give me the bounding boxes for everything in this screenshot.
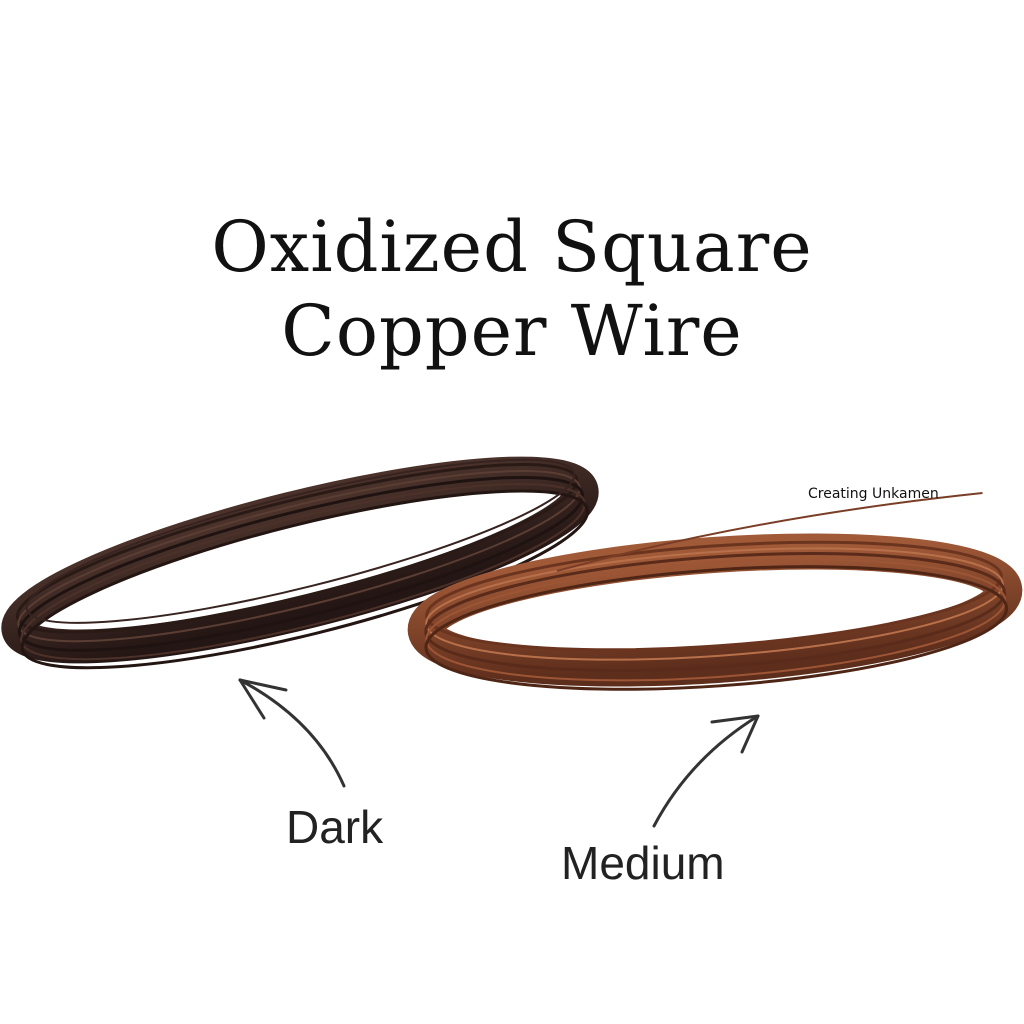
label-dark: Dark xyxy=(286,801,384,853)
medium-wire-coil xyxy=(407,492,1023,691)
title-line-1: Oxidized Square xyxy=(211,206,813,288)
dark-wire-coil xyxy=(1,456,599,670)
arrow-to-medium-icon xyxy=(652,714,760,828)
watermark-text: Creating Unkamen xyxy=(808,486,939,502)
label-medium: Medium xyxy=(561,837,725,889)
product-title: Oxidized Square Copper Wire xyxy=(0,205,1024,373)
title-line-2: Copper Wire xyxy=(281,290,743,372)
wire-coils-illustration xyxy=(1,456,1023,691)
